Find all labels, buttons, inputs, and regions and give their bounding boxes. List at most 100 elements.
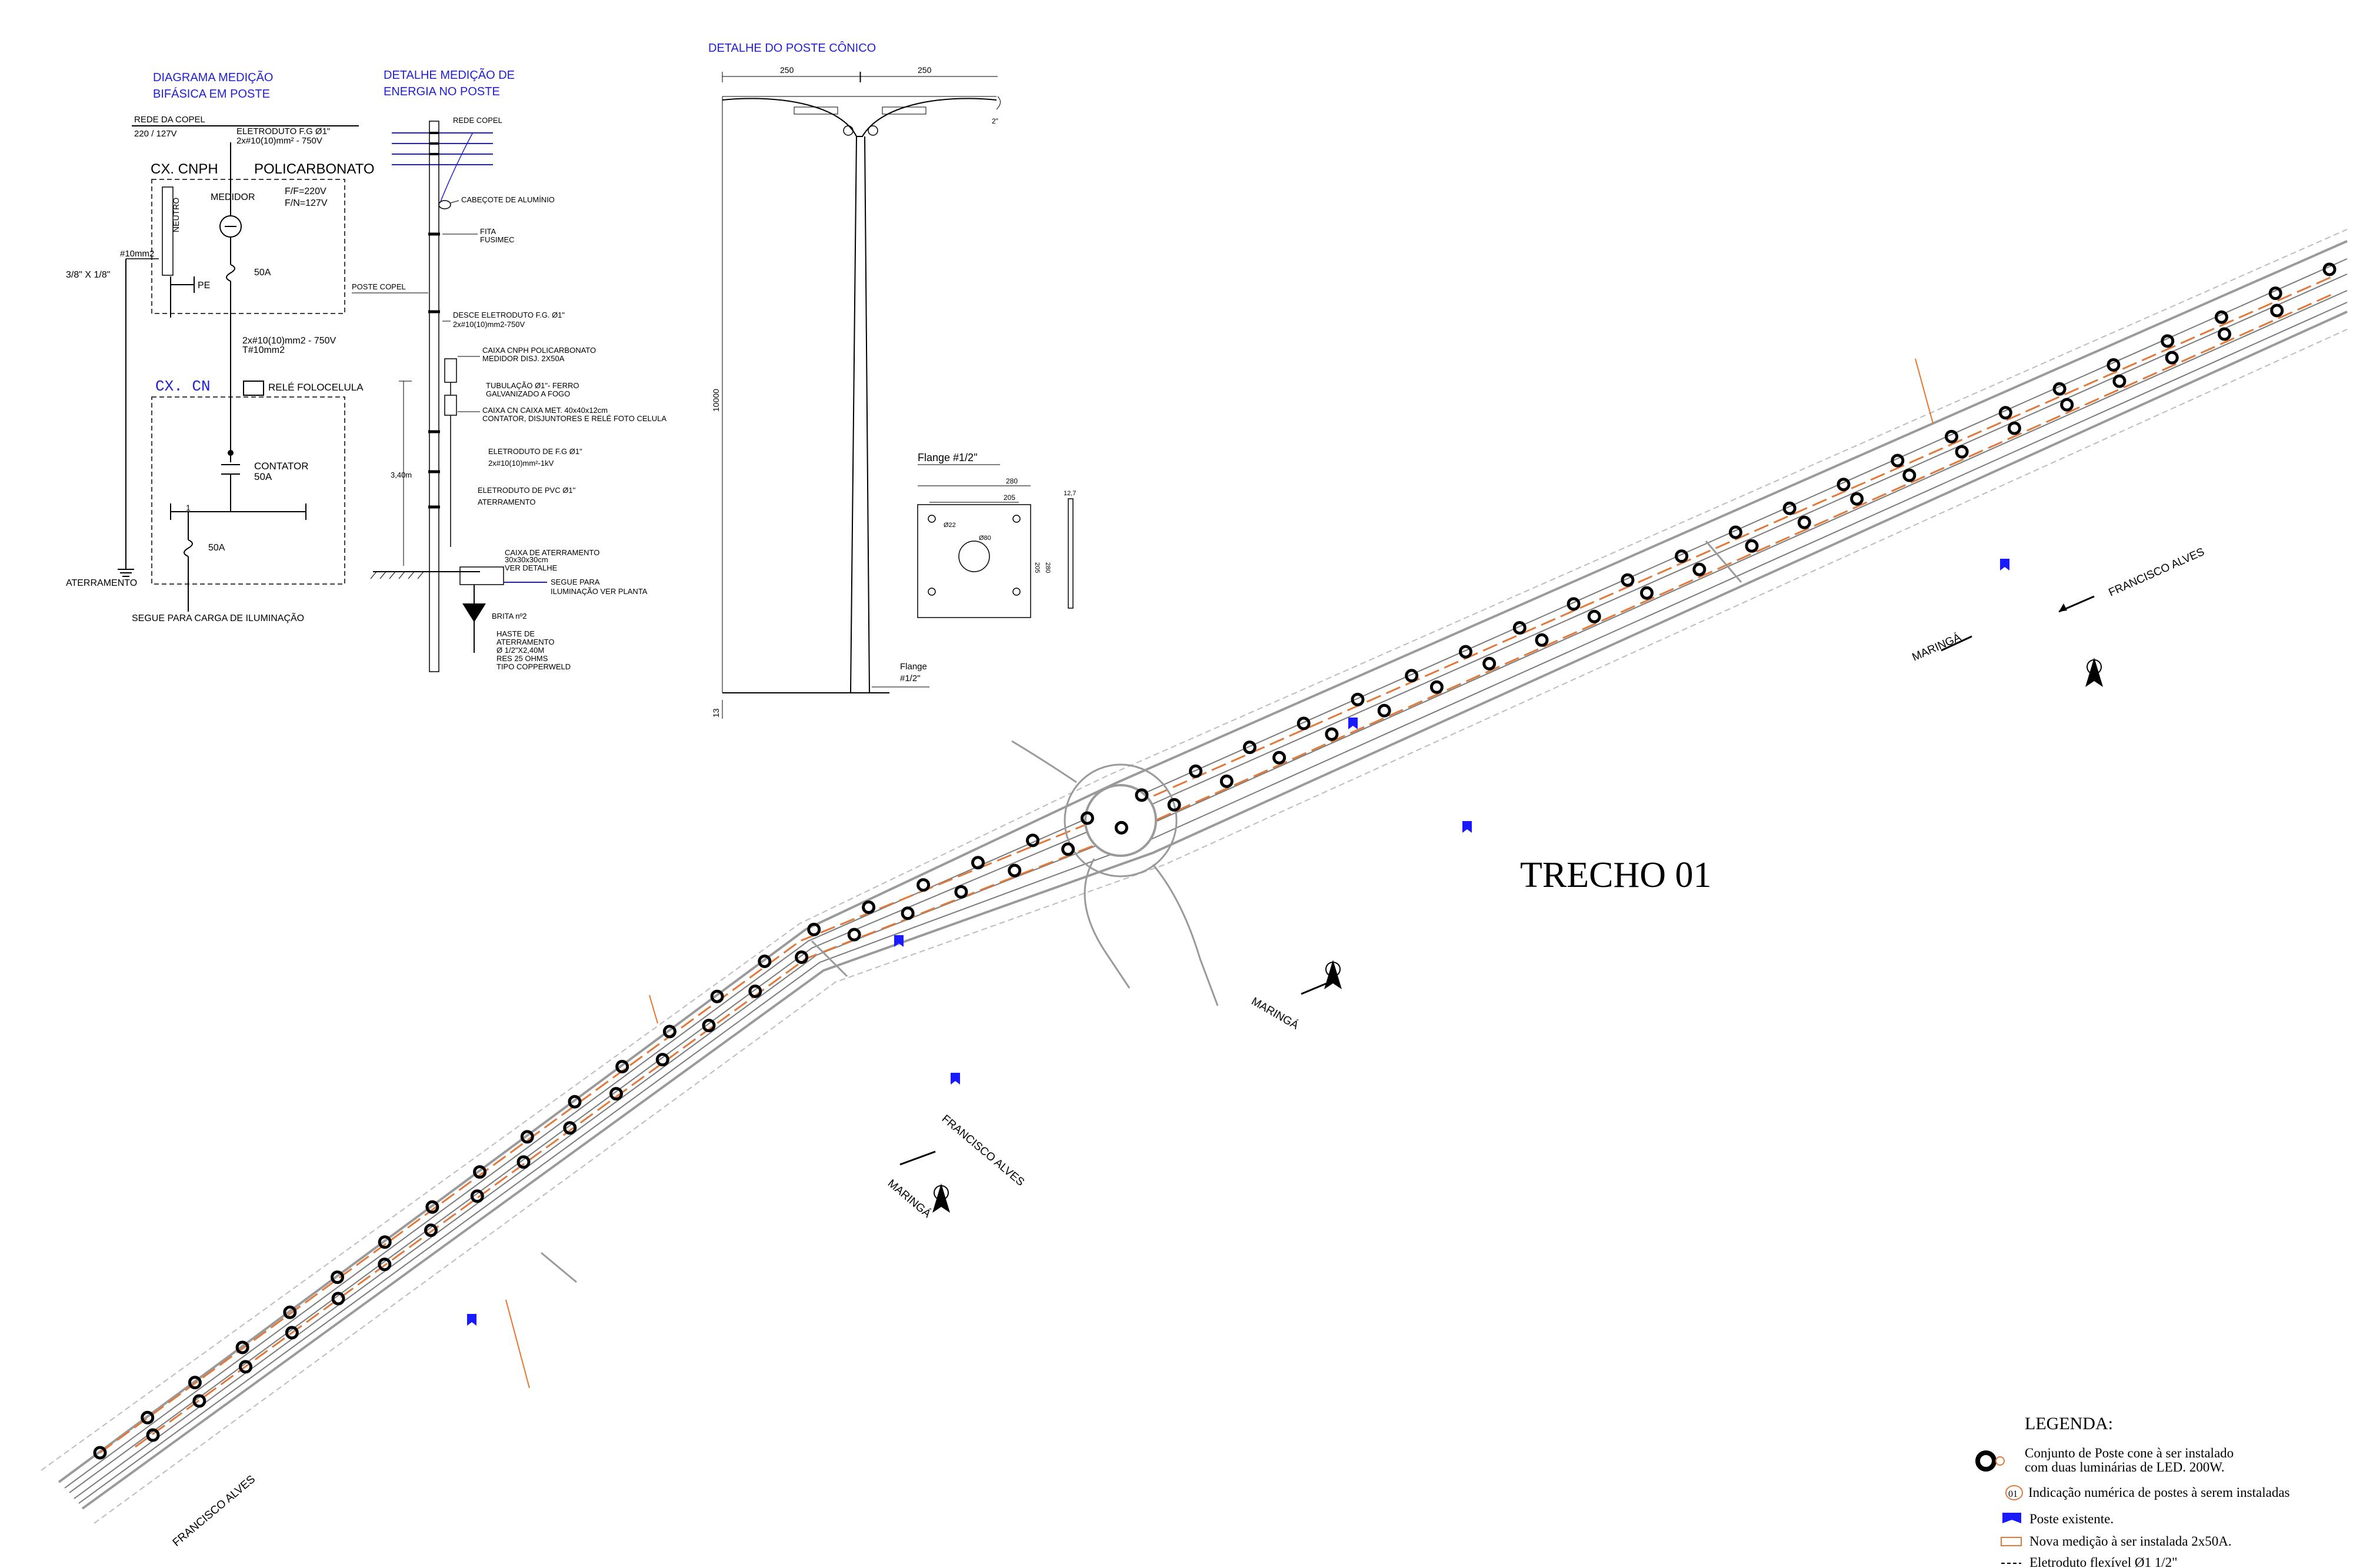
cabecote-leader (450, 200, 459, 203)
eletroduto-label-2: 2x#10(10)mm² - 750V (236, 136, 322, 146)
new-pole-marker (331, 1292, 345, 1306)
flange-title: Flange #1/2" (918, 452, 977, 463)
contator-a-label: 50A (254, 471, 272, 482)
new-pole-marker (847, 928, 861, 942)
cn-box (151, 396, 345, 585)
new-poles (93, 262, 2337, 1460)
new-pole-marker (662, 1025, 676, 1039)
new-pole-marker (473, 1165, 487, 1179)
cx-cn-label: CX. CN (155, 378, 211, 395)
new-pole-marker (188, 1376, 202, 1390)
maringa-access-1 (1084, 858, 1131, 989)
north-arrow-3 (932, 1183, 950, 1213)
new-pole-marker (2322, 262, 2337, 276)
diagram-title-line1: DIAGRAMA MEDIÇÃO (153, 70, 273, 84)
voltage-label: 220 / 127V (134, 129, 177, 139)
pole-shaft-right (864, 136, 870, 693)
new-pole-marker (2165, 351, 2179, 365)
orange-label-1 (1915, 358, 1934, 424)
service-drop (439, 132, 474, 203)
new-pole-marker (235, 1340, 249, 1355)
aterramento-label: ATERRAMENTO (66, 578, 137, 588)
dim-right-label: 250 (918, 65, 932, 75)
flange-hole-tr (1012, 515, 1021, 523)
ff-label: F/F=220V (285, 186, 326, 196)
copel-lines (392, 132, 493, 165)
rele-symbol (243, 381, 264, 396)
new-pole-marker (1955, 445, 1969, 459)
pe-label: PE (198, 281, 210, 291)
new-pole-marker (1621, 573, 1635, 587)
legend-pole-luminaire (1995, 1456, 2005, 1466)
poste-conico-detail: DETALHE DO POSTE CÔNICO 250 250 2" 10000… (708, 41, 1076, 719)
new-pole-marker (1377, 703, 1391, 718)
arrow-ma-3 (1301, 981, 1330, 995)
base-label: 13 (711, 708, 721, 718)
new-pole-marker (1998, 406, 2012, 420)
sidewalk-nw (41, 229, 2348, 1471)
cx-at-label-3: VER DETALHE (505, 563, 558, 572)
breaker-50a-top-label: 50A (254, 268, 271, 278)
existing-pole-marker (951, 1073, 960, 1085)
new-pole-marker (795, 950, 809, 964)
new-pole-marker (1272, 750, 1287, 765)
new-pole-marker (568, 1095, 582, 1109)
flange-hole-tl (928, 515, 936, 523)
diagram-title-line2: BIFÁSICA EM POSTE (153, 87, 270, 101)
new-pole-marker (1008, 863, 1022, 878)
new-pole-marker (1850, 492, 1864, 506)
orange-conduit-strip-1 (99, 274, 2336, 1454)
existing-pole-marker (2000, 559, 2009, 571)
haste-label-4: RES 25 OHMS (496, 654, 548, 663)
north-arrow-2 (1324, 960, 1342, 989)
new-pole-marker (758, 955, 772, 968)
new-pole-marker (93, 1446, 107, 1460)
eletro-fg-label-1: ELETRODUTO DE F.G Ø1" (488, 447, 582, 456)
new-pole-marker (1512, 621, 1527, 635)
new-pole-marker (1080, 811, 1094, 825)
new-pole-marker (1567, 597, 1581, 611)
new-pole-marker (655, 1053, 669, 1067)
new-pole-marker (2161, 334, 2175, 348)
new-pole-marker (146, 1428, 160, 1442)
lane-line-4 (78, 302, 2348, 1504)
new-pole-marker (2112, 374, 2127, 388)
fn-label: F/N=127V (285, 198, 328, 208)
cnph-box (151, 179, 345, 314)
bus-one-label: 1 (186, 503, 191, 512)
caixa-aterramento (459, 566, 504, 585)
flange-hole-d-label: Ø22 (944, 522, 956, 529)
new-pole-marker (1061, 842, 1075, 856)
new-pole-marker (1797, 515, 1811, 529)
breaker-50a-bottom-symbol (184, 539, 193, 557)
cx-cnph-label: CX. CNPH (151, 161, 218, 177)
new-pole-marker (1135, 788, 1149, 802)
desce-label-1: DESCE ELETRODUTO F.G. Ø1" (453, 311, 565, 319)
new-pole-marker (1782, 501, 1797, 515)
flange-hole-br (1012, 588, 1021, 596)
legend: LEGENDA: Conjunto de Poste cone à ser in… (1975, 1414, 2290, 1568)
flange-center-d-label: Ø80 (979, 535, 991, 542)
new-pole-marker (2218, 327, 2231, 341)
medidor-label: MEDIDOR (211, 192, 255, 202)
flange-205-label: 205 (1004, 493, 1015, 502)
legend-new-measure-icon (2001, 1537, 2022, 1546)
new-pole-marker (1026, 833, 1039, 848)
desce-label-2: 2x#10(10)mm2-750V (453, 320, 525, 329)
legend-existing-pole-icon (2002, 1513, 2021, 1523)
new-pole-marker (2107, 358, 2121, 372)
cabecote-label: CABEÇOTE DE ALUMÍNIO (461, 195, 555, 204)
flange-205-v-label: 205 (1034, 562, 1041, 573)
arc-end (996, 96, 1001, 110)
flange-side-view (1068, 498, 1074, 609)
orange-label-3 (505, 1299, 530, 1389)
sidewalk-se (94, 329, 2348, 1524)
roundabout-approach (1011, 740, 1077, 783)
existing-pole-marker (467, 1314, 476, 1326)
haste-label-5: TIPO COPPERWELD (496, 662, 571, 671)
tubulacao-label-2: GALVANIZADO A FOGO (486, 389, 570, 398)
policarbonato-label: POLICARBONATO (254, 161, 375, 177)
eletroduto-label-1: ELETRODUTO F.G Ø1" (236, 126, 330, 136)
